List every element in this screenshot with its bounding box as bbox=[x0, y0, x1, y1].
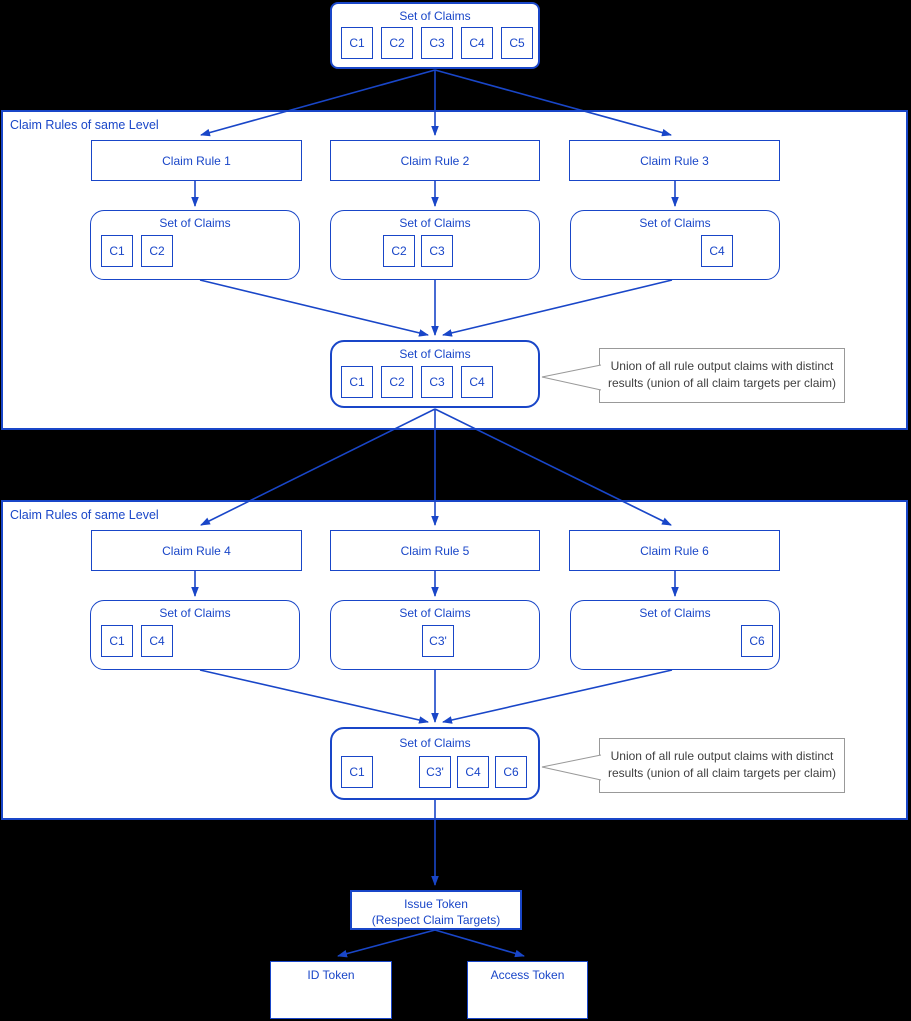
rule2-output-claims-box: Set of Claims C2 C3 bbox=[330, 210, 540, 280]
arrow-line bbox=[337, 929, 436, 958]
issue-token-label: Issue Token (Respect Claim Targets) bbox=[352, 896, 520, 928]
claim-chip: C1 bbox=[341, 366, 373, 398]
level1-union-claims-box: Set of Claims C1 C2 C3 C4 bbox=[330, 340, 540, 408]
issue-token-line1: Issue Token bbox=[404, 897, 468, 911]
claim-chip: C3' bbox=[419, 756, 451, 788]
claim-chip: C1 bbox=[341, 756, 373, 788]
claim-chip: C1 bbox=[341, 27, 373, 59]
rule3-output-claims-box: Set of Claims C4 bbox=[570, 210, 780, 280]
claim-chip: C4 bbox=[457, 756, 489, 788]
arrow-line bbox=[434, 929, 525, 958]
claim-rule-4-label: Claim Rule 4 bbox=[162, 543, 231, 558]
claim-chip: C4 bbox=[461, 366, 493, 398]
issue-token-line2: (Respect Claim Targets) bbox=[371, 913, 501, 928]
callout-text-line1: Union of all rule output claims with dis… bbox=[610, 359, 834, 373]
claim-chip: C1 bbox=[101, 235, 133, 267]
level2-union-callout: Union of all rule output claims with dis… bbox=[599, 738, 845, 793]
rule1-output-claims-box: Set of Claims C1 C2 bbox=[90, 210, 300, 280]
claim-chip: C3' bbox=[422, 625, 454, 657]
claim-chip: C3 bbox=[421, 366, 453, 398]
set-of-claims-title: Set of Claims bbox=[399, 216, 471, 230]
rule6-output-claims-box: Set of Claims C6 bbox=[570, 600, 780, 670]
claim-rule-6-box: Claim Rule 6 bbox=[569, 530, 780, 571]
issue-token-box: Issue Token (Respect Claim Targets) bbox=[350, 890, 522, 930]
access-token-box: Access Token bbox=[467, 961, 588, 1019]
set-of-claims-title: Set of Claims bbox=[399, 736, 471, 750]
claim-chip: C2 bbox=[383, 235, 415, 267]
claim-chip: C2 bbox=[381, 366, 413, 398]
claim-rule-2-box: Claim Rule 2 bbox=[330, 140, 540, 181]
level1-union-callout: Union of all rule output claims with dis… bbox=[599, 348, 845, 403]
level2-container-label: Claim Rules of same Level bbox=[10, 508, 159, 522]
callout-text-line2: results (union of all claim targets per … bbox=[607, 375, 837, 390]
claim-chip: C2 bbox=[141, 235, 173, 267]
claim-rule-3-label: Claim Rule 3 bbox=[640, 153, 709, 168]
id-token-label: ID Token bbox=[307, 968, 355, 982]
claim-rule-5-box: Claim Rule 5 bbox=[330, 530, 540, 571]
claim-chip: C1 bbox=[101, 625, 133, 657]
set-of-claims-title: Set of Claims bbox=[399, 9, 471, 23]
rule4-output-claims-box: Set of Claims C1 C4 bbox=[90, 600, 300, 670]
claim-rule-1-label: Claim Rule 1 bbox=[162, 153, 231, 168]
claim-chip: C2 bbox=[381, 27, 413, 59]
id-token-box: ID Token bbox=[270, 961, 392, 1019]
claim-chip: C3 bbox=[421, 27, 453, 59]
set-of-claims-title: Set of Claims bbox=[399, 606, 471, 620]
set-of-claims-title: Set of Claims bbox=[639, 216, 711, 230]
claim-rule-1-box: Claim Rule 1 bbox=[91, 140, 302, 181]
claim-chip: C6 bbox=[495, 756, 527, 788]
level1-container-label: Claim Rules of same Level bbox=[10, 118, 159, 132]
claim-chip: C4 bbox=[461, 27, 493, 59]
claim-chip: C4 bbox=[701, 235, 733, 267]
claim-rule-2-label: Claim Rule 2 bbox=[400, 153, 470, 168]
claim-rule-4-box: Claim Rule 4 bbox=[91, 530, 302, 571]
set-of-claims-title: Set of Claims bbox=[399, 347, 471, 361]
callout-text-line2: results (union of all claim targets per … bbox=[607, 765, 837, 780]
set-of-claims-title: Set of Claims bbox=[159, 216, 231, 230]
level2-union-claims-box: Set of Claims C1 C3' C4 C6 bbox=[330, 727, 540, 800]
claim-rule-6-label: Claim Rule 6 bbox=[640, 543, 709, 558]
set-of-claims-title: Set of Claims bbox=[639, 606, 711, 620]
claim-chip: C6 bbox=[741, 625, 773, 657]
access-token-label: Access Token bbox=[490, 968, 565, 982]
claim-chip: C4 bbox=[141, 625, 173, 657]
claim-chip: C5 bbox=[501, 27, 533, 59]
set-of-claims-title: Set of Claims bbox=[159, 606, 231, 620]
claim-chip: C3 bbox=[421, 235, 453, 267]
top-set-of-claims-box: Set of Claims C1 C2 C3 C4 C5 bbox=[330, 2, 540, 69]
claim-rule-3-box: Claim Rule 3 bbox=[569, 140, 780, 181]
rule5-output-claims-box: Set of Claims C3' bbox=[330, 600, 540, 670]
claim-rule-5-label: Claim Rule 5 bbox=[400, 543, 470, 558]
callout-text-line1: Union of all rule output claims with dis… bbox=[610, 749, 834, 763]
